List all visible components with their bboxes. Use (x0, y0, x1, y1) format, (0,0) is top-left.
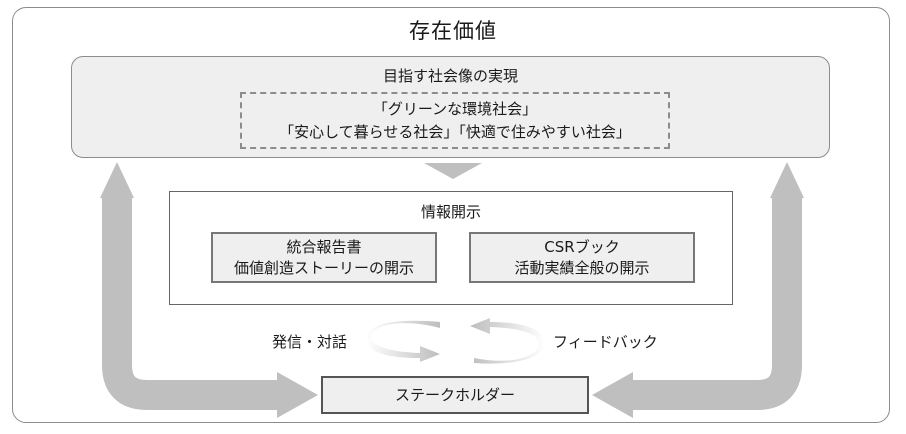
feedback-label: フィードバック (553, 333, 658, 351)
left-loop-arrow (102, 196, 278, 410)
right-left-arrowhead (592, 372, 633, 418)
left-up-arrowhead (100, 162, 134, 198)
information-disclosure-title: 情報開示 (420, 203, 481, 221)
diagram-title: 存在価値 (409, 19, 497, 43)
csr-book-desc: 活動実績全般の開示 (514, 259, 650, 277)
outer-frame (12, 7, 890, 423)
stakeholder-box: ステークホルダー (321, 376, 589, 414)
cycle-arrow-feedback (470, 318, 545, 364)
integrated-report-desc: 価値創造ストーリーの開示 (233, 259, 414, 277)
information-disclosure-box: 情報開示 統合報告書 価値創造ストーリーの開示 CSRブック 活動実績全般の開示 (169, 191, 733, 305)
csr-book-title: CSRブック (544, 238, 620, 256)
goal-line-safe-comfortable: 「安心して暮らせる社会」「快適で住みやすい社会」 (279, 123, 631, 141)
right-up-arrowhead (770, 162, 804, 198)
cycle-arrow-send (366, 320, 440, 362)
csr-book-box: CSRブック 活動実績全般の開示 (469, 232, 695, 283)
right-loop-arrow (632, 196, 802, 410)
integrated-report-box: 統合報告書 価値創造ストーリーの開示 (211, 232, 437, 283)
society-vision-box: 目指す社会像の実現 「グリーンな環境社会」 「安心して暮らせる社会」「快適で住み… (71, 56, 830, 158)
society-vision-title: 目指す社会像の実現 (382, 67, 518, 85)
down-arrow (424, 163, 482, 179)
left-right-arrowhead (277, 372, 318, 418)
integrated-report-title: 統合報告書 (286, 238, 362, 256)
society-goals-box: 「グリーンな環境社会」 「安心して暮らせる社会」「快適で住みやすい社会」 (240, 92, 670, 149)
goal-line-green: 「グリーンな環境社会」 (372, 100, 538, 118)
send-dialogue-label: 発信・対話 (272, 333, 348, 351)
